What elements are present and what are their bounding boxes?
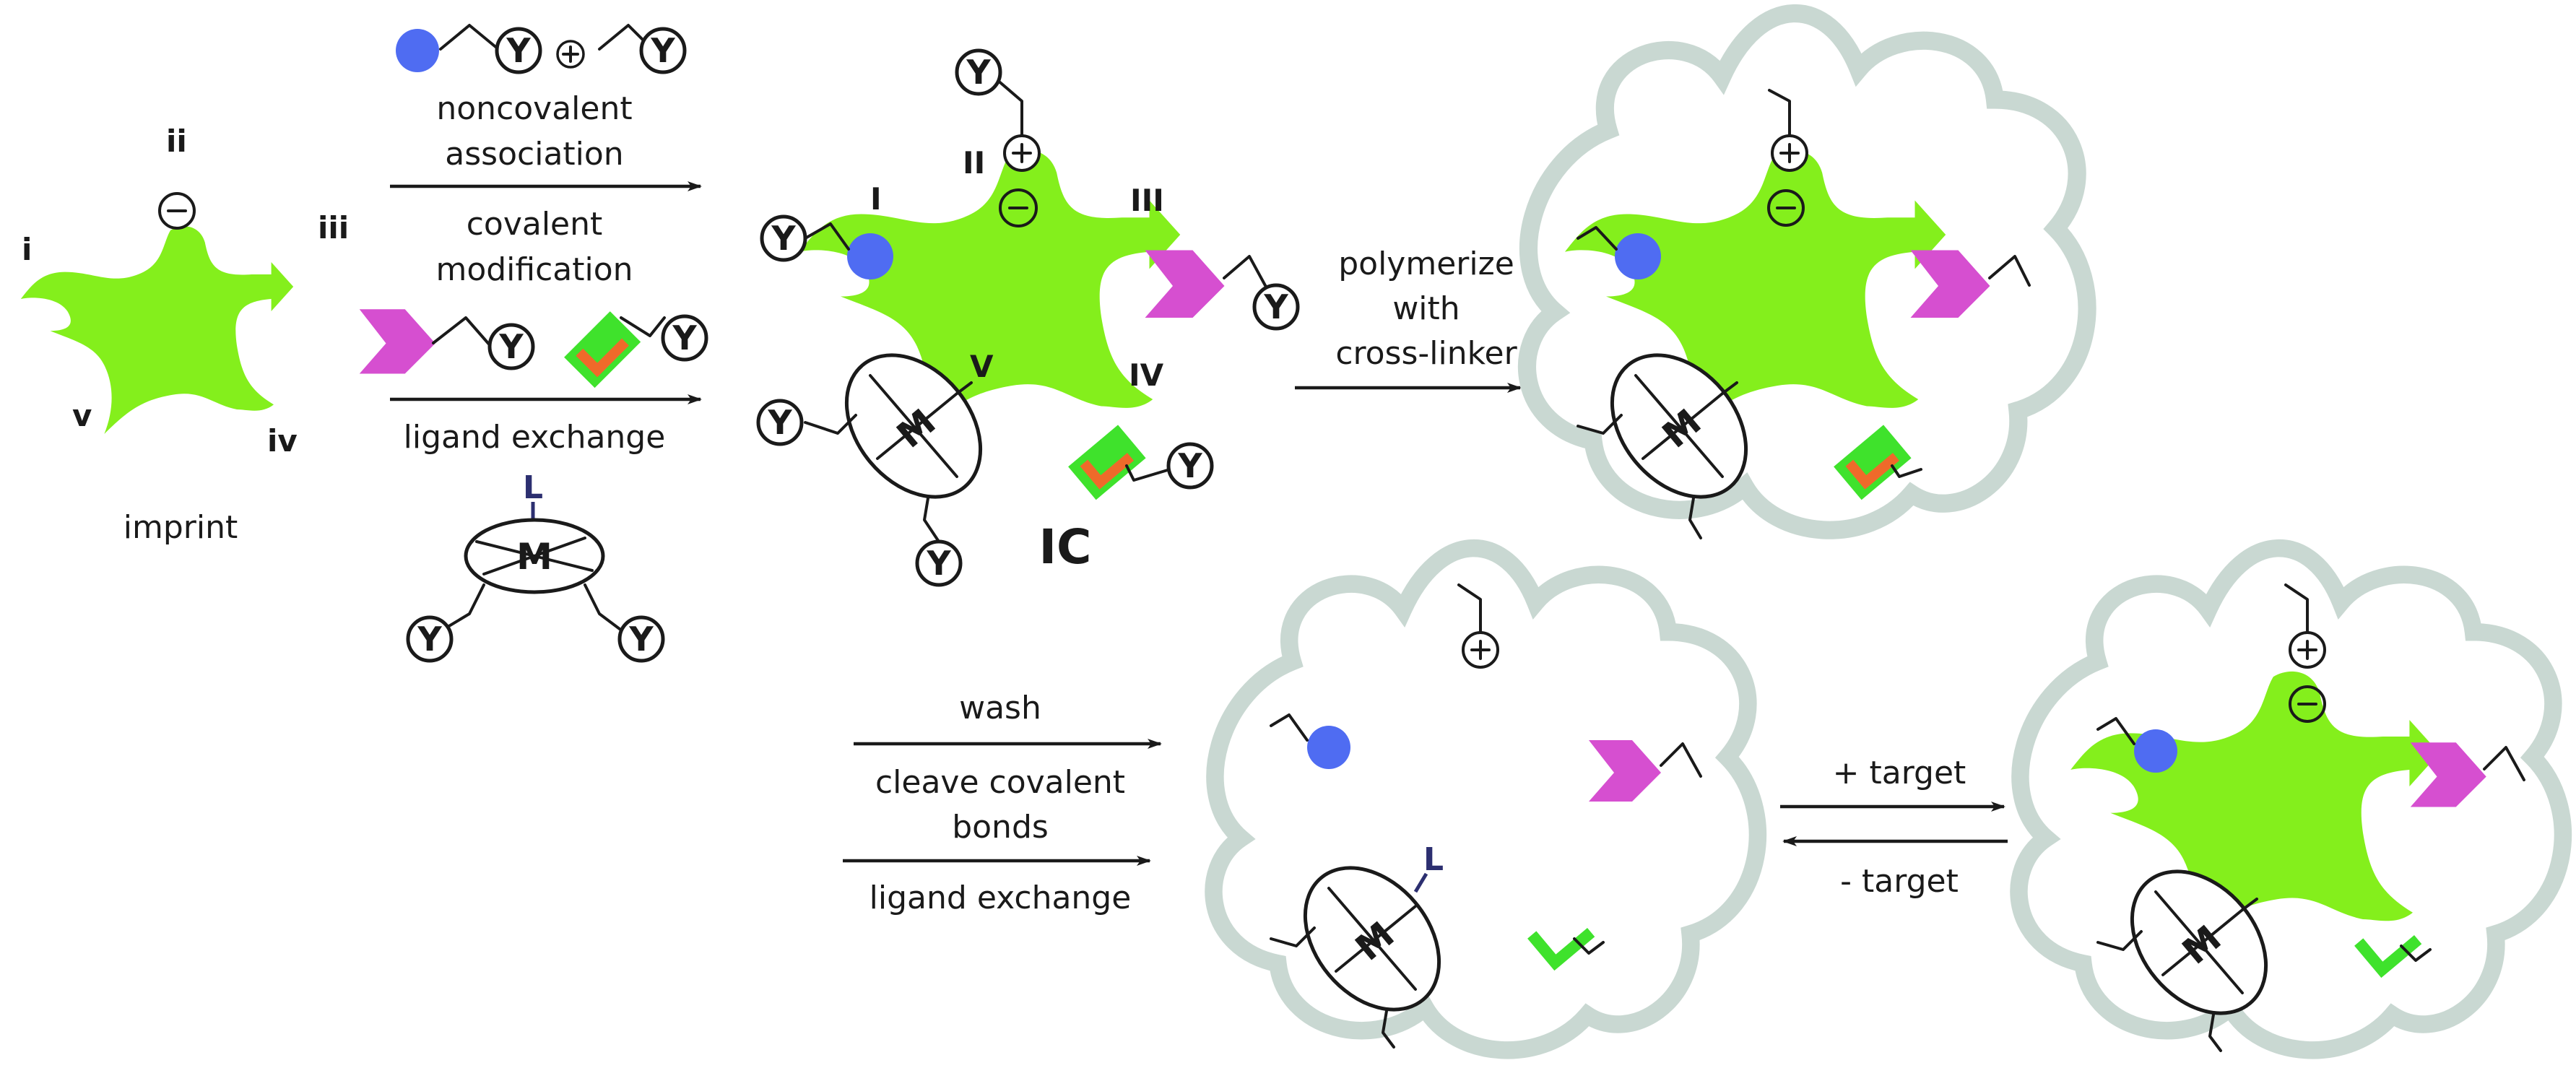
- chevron-icon: [359, 309, 435, 374]
- imprint-shape: [2070, 671, 2440, 952]
- svg-text:Y: Y: [767, 403, 792, 442]
- svg-text:Y: Y: [771, 219, 796, 258]
- svg-text:Y: Y: [628, 620, 654, 659]
- imprint-label: imprint: [123, 509, 238, 546]
- y-letter: Y: [506, 31, 531, 70]
- site-iii-label: iii: [318, 210, 349, 246]
- complex-II-label: II: [963, 145, 985, 181]
- target-equilibrium: + target - target: [1780, 755, 2008, 900]
- chevron-icon: [1145, 250, 1225, 318]
- imprint-complex: Y Y Y Y M Y Y I II III IV V: [758, 51, 1298, 585]
- empty-cavity: L M: [1214, 548, 1758, 1050]
- with-label: with: [1392, 290, 1460, 327]
- ligand-exchange-label: ligand exchange: [404, 419, 666, 456]
- svg-text:Y: Y: [1177, 446, 1202, 485]
- svg-text:Y: Y: [966, 53, 991, 92]
- site-ii-label: ii: [166, 123, 187, 159]
- polymer-with-template: M: [1527, 14, 2087, 539]
- imprint-group: i ii iii v iv imprint: [20, 123, 349, 546]
- complex-V-label: V: [970, 349, 994, 384]
- bracket-icon: [564, 311, 641, 388]
- plus-target-label: + target: [1833, 755, 1966, 791]
- svg-text:Y: Y: [1263, 287, 1288, 326]
- metal-m-label: M: [516, 536, 552, 578]
- svg-text:Y: Y: [672, 318, 697, 357]
- chevron-icon: [2410, 742, 2486, 807]
- site-iv-label: iv: [267, 423, 298, 459]
- ligand-exchange-label-2: ligand exchange: [869, 880, 1132, 916]
- rebound-cavity: M: [2019, 548, 2563, 1051]
- association-label: association: [445, 136, 623, 173]
- complex-IV-label: IV: [1129, 357, 1164, 393]
- svg-text:Y: Y: [417, 620, 442, 659]
- imprint-shape: [20, 226, 294, 434]
- chevron-icon: [1589, 740, 1661, 802]
- svg-text:L: L: [1423, 841, 1444, 878]
- blue-ball-icon: [1307, 726, 1350, 769]
- minus-charge-icon: [2289, 685, 2326, 723]
- cross-linker-label: cross-linker: [1335, 335, 1517, 372]
- polymerize-step: polymerize with cross-linker: [1295, 246, 1522, 393]
- noncovalent-label: noncovalent: [436, 90, 632, 127]
- wash-label: wash: [959, 690, 1041, 726]
- minus-target-label: - target: [1840, 863, 1959, 900]
- cleave-covalent-label: cleave covalent: [875, 764, 1125, 801]
- ligand-l-label: L: [523, 469, 543, 506]
- linker: [598, 24, 644, 51]
- bracket-icon: [1068, 425, 1146, 500]
- plus-charge-icon: [556, 40, 585, 69]
- site-i-label: i: [22, 232, 32, 267]
- polymer-cavity: [1214, 548, 1758, 1050]
- y-letter: Y: [650, 31, 675, 70]
- blue-ball-icon: [396, 29, 439, 72]
- complex-III-label: III: [1130, 183, 1164, 218]
- modification-label: modification: [435, 251, 633, 288]
- blue-ball-icon: [2134, 729, 2177, 773]
- minus-charge-icon: [158, 192, 196, 230]
- svg-text:Y: Y: [498, 327, 524, 366]
- linker: [439, 24, 500, 51]
- minus-charge-icon: [999, 188, 1038, 227]
- complex-I-label: I: [870, 181, 882, 217]
- blue-ball-icon: [847, 233, 893, 279]
- site-v-label: v: [72, 398, 92, 433]
- polymerize-label: polymerize: [1338, 246, 1514, 282]
- bracket-icon: [1527, 927, 1595, 971]
- bonds-label: bonds: [952, 809, 1049, 846]
- complex-name-label: IC: [1039, 519, 1092, 575]
- svg-text:Y: Y: [926, 544, 951, 583]
- covalent-label: covalent: [467, 206, 603, 243]
- wash-step: wash cleave covalent bonds ligand exchan…: [843, 690, 1162, 916]
- reagents-group: Y Y noncovalent association covalent mod…: [359, 24, 706, 661]
